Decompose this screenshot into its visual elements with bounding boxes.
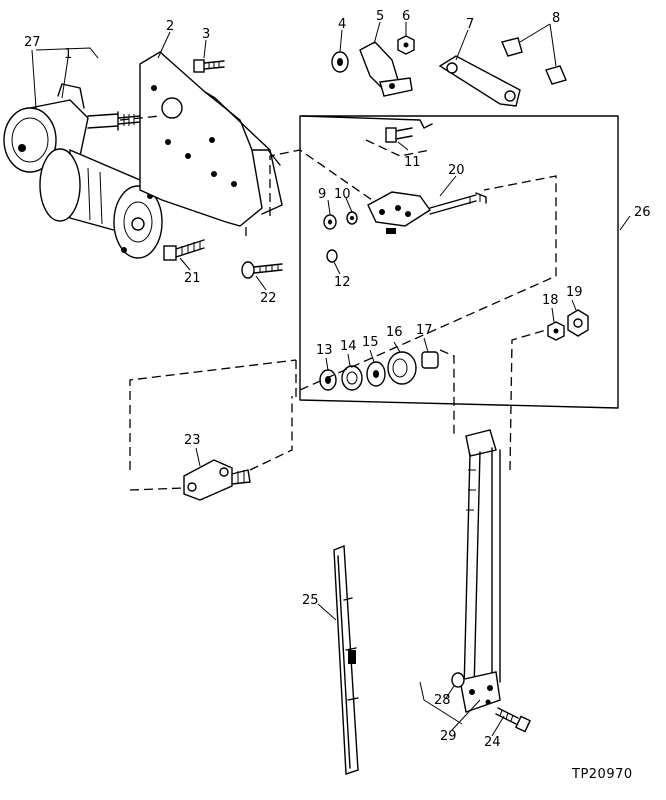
callout-13: 13 (316, 343, 333, 358)
nut-19 (567, 309, 589, 337)
callout-24: 24 (484, 735, 501, 750)
callout-14: 14 (340, 339, 357, 354)
bushing-13 (319, 369, 337, 391)
figure-reference: TP20970 (571, 767, 633, 782)
pivot-plate-23 (183, 459, 251, 501)
callout-15: 15 (362, 335, 379, 350)
callout-9: 9 (318, 187, 326, 202)
callout-29: 29 (440, 729, 457, 744)
wiper-blade-25 (333, 544, 359, 775)
outline-26 (299, 115, 619, 409)
mounting-bracket (139, 51, 283, 227)
washer-9 (323, 214, 337, 230)
leader-lines (31, 21, 631, 737)
link-7 (438, 55, 521, 107)
bushing-14 (341, 365, 363, 391)
callout-27: 27 (24, 35, 41, 50)
callout-4: 4 (338, 17, 346, 32)
washer-28 (451, 672, 465, 688)
callout-3: 3 (202, 27, 210, 42)
bolt-11 (385, 127, 413, 143)
screw-22 (241, 261, 283, 279)
callout-6: 6 (402, 9, 410, 24)
bushing-15 (366, 361, 386, 387)
callout-21: 21 (184, 271, 201, 286)
washer-4 (331, 51, 349, 73)
dashed-assembly-lines (119, 115, 557, 491)
callout-11: 11 (404, 155, 421, 170)
callout-18: 18 (542, 293, 559, 308)
screw-24 (495, 707, 531, 733)
callout-26: 26 (634, 205, 651, 220)
callout-7: 7 (466, 17, 474, 32)
callout-10: 10 (334, 187, 351, 202)
bushing-17 (421, 351, 439, 369)
bolt-3 (193, 59, 225, 73)
crank-arm-5 (359, 41, 413, 97)
clips-8 (501, 37, 567, 85)
washer-12 (326, 249, 338, 263)
callout-1: 1 (64, 47, 72, 62)
callout-5: 5 (376, 9, 384, 24)
callout-2: 2 (166, 19, 174, 34)
callout-labels: 27 1 2 3 4 5 6 7 8 11 9 10 20 26 21 12 2… (24, 9, 651, 750)
callout-28: 28 (434, 693, 451, 708)
actuator-20 (367, 191, 487, 234)
washer-10 (346, 211, 358, 225)
callout-25: 25 (302, 593, 319, 608)
bushing-16 (387, 351, 417, 385)
callout-12: 12 (334, 275, 351, 290)
wiper-arm-29 (459, 429, 501, 713)
wiper-motor (3, 83, 163, 259)
callout-16: 16 (386, 325, 403, 340)
callout-20: 20 (448, 163, 465, 178)
callout-23: 23 (184, 433, 201, 448)
callout-8: 8 (552, 11, 560, 26)
callout-22: 22 (260, 291, 277, 306)
nut-18 (547, 321, 565, 341)
callout-17: 17 (416, 323, 433, 338)
bolt-21 (163, 239, 205, 261)
nut-6 (397, 35, 415, 55)
callout-19: 19 (566, 285, 583, 300)
